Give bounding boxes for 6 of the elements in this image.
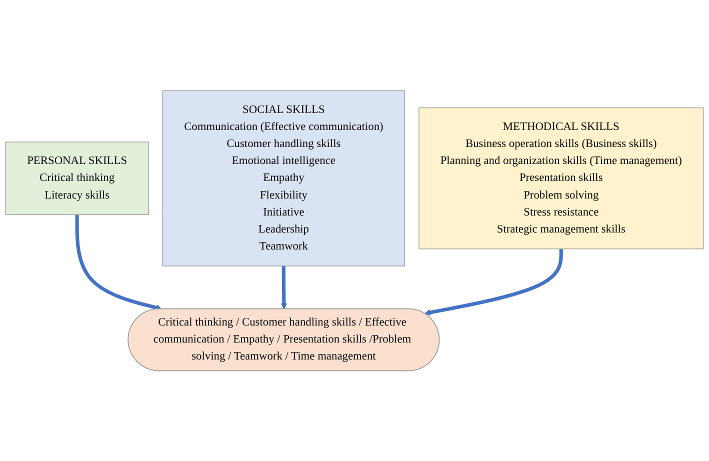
node-box: PERSONAL SKILLS Critical thinking Literacy skills <box>5 141 149 215</box>
node-box: SOCIAL SKILLS Communication (Effective communication) Customer handling skills Emotional intelligence Empathy Flexibility Initiative Leadership Teamwork <box>162 90 406 266</box>
arrow <box>75 214 162 310</box>
node-box: METHODICAL SKILLS Business operation skills (Business skills) Planning and organization skills (Time management) Presentation skills Problem solving Stress resistance Strategic management skills <box>418 107 704 250</box>
arrow <box>424 248 563 316</box>
arrow <box>280 266 288 310</box>
